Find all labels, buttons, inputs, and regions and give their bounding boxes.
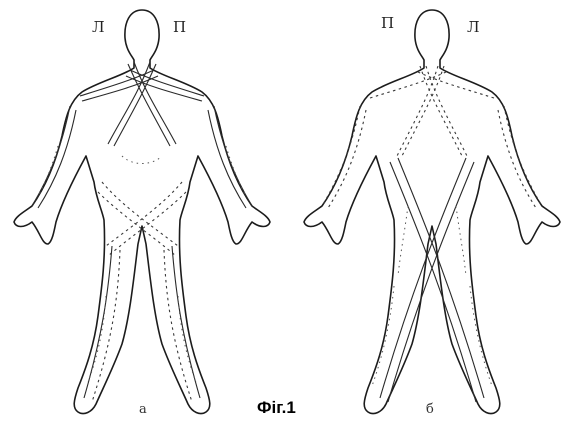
- figure-a: [14, 10, 270, 414]
- figure-b-right-side-label: Л: [467, 18, 480, 36]
- figure-b: [304, 10, 560, 414]
- figure-a-sublabel: а: [139, 402, 147, 417]
- figure-b-body-outline: [304, 10, 560, 414]
- figure-a-body-outline: [14, 10, 270, 414]
- figure-a-left-side-label: Л: [92, 18, 105, 36]
- figure-b-left-side-label: П: [381, 14, 394, 32]
- figure-caption: Фіг.1: [257, 398, 296, 418]
- figure-b-sublabel: б: [426, 402, 434, 417]
- figure-a-right-side-label: П: [173, 18, 186, 36]
